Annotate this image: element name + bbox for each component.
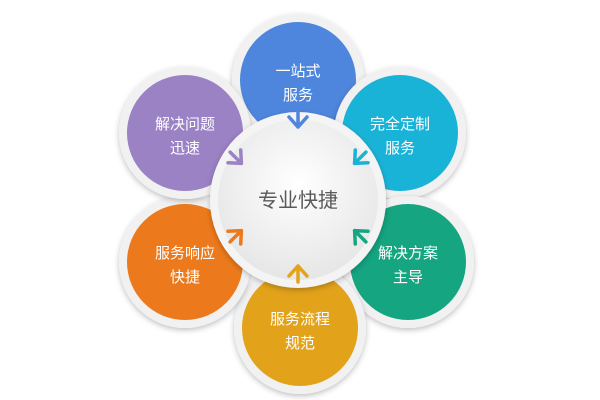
svg-text:服务响应快捷: 服务响应快捷 xyxy=(155,244,215,286)
petal-label-line-1: 一站式 xyxy=(275,62,320,80)
svg-text:解决问题迅速: 解决问题迅速 xyxy=(155,115,215,157)
arrow-down-left-icon xyxy=(352,148,370,166)
center-circle: 专业快捷 xyxy=(210,112,386,288)
arrow-up-left-icon xyxy=(352,228,370,246)
arrow-down-right-icon xyxy=(226,148,244,166)
petal-label-line-2: 规范 xyxy=(285,334,315,352)
svg-text:完全定制服务: 完全定制服务 xyxy=(370,115,430,157)
petal-label-line-1: 解决问题 xyxy=(155,115,215,133)
petal-label-line-2: 迅速 xyxy=(170,139,200,157)
petal-label-line-1: 完全定制 xyxy=(370,115,430,133)
center-label: 专业快捷 xyxy=(258,188,338,212)
petal-one-stop-service: 一站式服务 xyxy=(232,14,364,146)
arrow-up-right-icon xyxy=(226,228,244,246)
petal-label-line-1: 解决方案 xyxy=(378,244,438,262)
arrow-down-icon xyxy=(287,109,309,129)
svg-text:解决方案主导: 解决方案主导 xyxy=(378,244,438,286)
petal-label-line-1: 服务响应 xyxy=(155,244,215,262)
arrow-up-icon xyxy=(287,264,309,284)
petal-label-line-2: 服务 xyxy=(283,86,313,104)
arrows xyxy=(226,109,370,284)
petal-label-line-2: 快捷 xyxy=(170,268,200,286)
petal-standard-process: 服务流程规范 xyxy=(234,262,366,394)
svg-text:服务流程规范: 服务流程规范 xyxy=(270,310,330,352)
svg-text:一站式服务: 一站式服务 xyxy=(275,62,320,104)
petal-label-line-2: 服务 xyxy=(385,139,415,157)
petal-label-line-1: 服务流程 xyxy=(270,310,330,328)
petal-label-line-2: 主导 xyxy=(393,268,423,286)
